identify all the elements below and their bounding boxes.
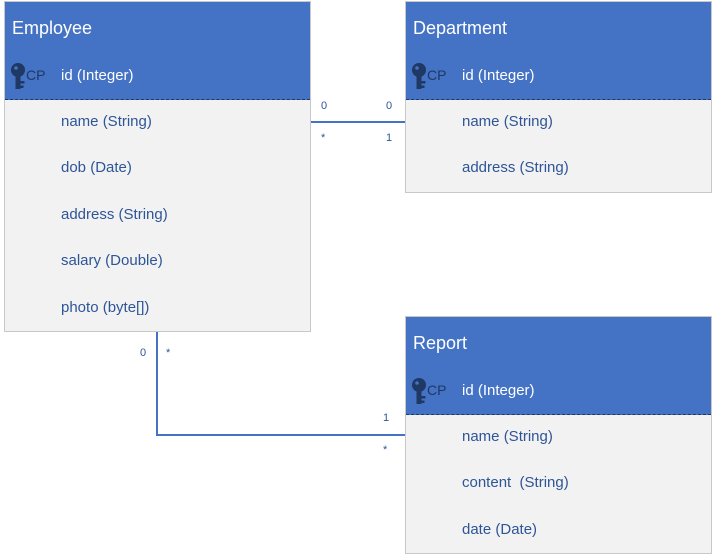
cardinality-label: * — [321, 132, 326, 144]
primary-key-row[interactable]: CP id (Integer) — [406, 369, 711, 415]
cardinality-label: 1 — [383, 412, 390, 424]
cardinality-label: * — [166, 347, 171, 359]
employee-header: Employee — [5, 2, 310, 54]
attribute-row[interactable]: address (String) — [5, 193, 310, 239]
attribute-name: dob (Date) — [61, 159, 132, 177]
key-icon — [411, 378, 427, 406]
attribute-name: date (Date) — [462, 520, 538, 538]
department-header: Department — [406, 2, 711, 54]
entity-title: Report — [413, 332, 468, 353]
entity-title: Department — [413, 17, 508, 38]
attribute-row[interactable]: salary (Double) — [5, 239, 310, 285]
key-icon — [10, 63, 26, 91]
attribute-row[interactable]: name (String) — [5, 100, 310, 146]
pk-name: id (Integer) — [462, 67, 535, 84]
primary-key-row[interactable]: CP id (Integer) — [5, 54, 310, 100]
report-header: Report — [406, 317, 711, 369]
department-entity[interactable]: Department CP id (Integer) name (String)… — [405, 1, 712, 193]
pk-tag: CP — [427, 382, 447, 398]
attribute-name: address (String) — [61, 205, 168, 223]
attribute-name: salary (Double) — [61, 252, 163, 270]
pk-tag: CP — [427, 67, 447, 83]
pk-tag: CP — [26, 67, 46, 83]
cardinality-label: 0 — [321, 100, 328, 112]
attribute-row[interactable]: date (Date) — [406, 508, 711, 554]
cardinality-label: * — [383, 444, 388, 456]
report-entity[interactable]: Report CP id (Integer) name (String) con… — [405, 316, 712, 554]
attribute-row[interactable]: address (String) — [406, 146, 711, 192]
attribute-name: photo (byte[]) — [61, 298, 150, 316]
pk-name: id (Integer) — [61, 67, 134, 84]
cardinality-label: 1 — [386, 132, 393, 144]
attribute-row[interactable]: dob (Date) — [5, 146, 310, 192]
attribute-name: name (String) — [462, 428, 553, 445]
attribute-row[interactable]: photo (byte[]) — [5, 286, 310, 332]
primary-key-row[interactable]: CP id (Integer) — [406, 54, 711, 100]
attribute-name: address (String) — [462, 159, 569, 177]
cardinality-label: 0 — [386, 100, 393, 112]
attribute-name: content (String) — [462, 474, 569, 492]
entity-title: Employee — [12, 17, 93, 38]
attribute-row[interactable]: content (String) — [406, 461, 711, 507]
employee-entity[interactable]: Employee CP id (Integer) name (String) d… — [4, 1, 311, 332]
key-icon — [411, 63, 427, 91]
cardinality-label: 0 — [140, 347, 147, 359]
pk-name: id (Integer) — [462, 382, 535, 399]
attribute-row[interactable]: name (String) — [406, 100, 711, 146]
attribute-row[interactable]: name (String) — [406, 415, 711, 461]
attribute-name: name (String) — [462, 113, 553, 130]
attribute-name: name (String) — [61, 113, 152, 130]
employee-report-line — [156, 332, 405, 436]
